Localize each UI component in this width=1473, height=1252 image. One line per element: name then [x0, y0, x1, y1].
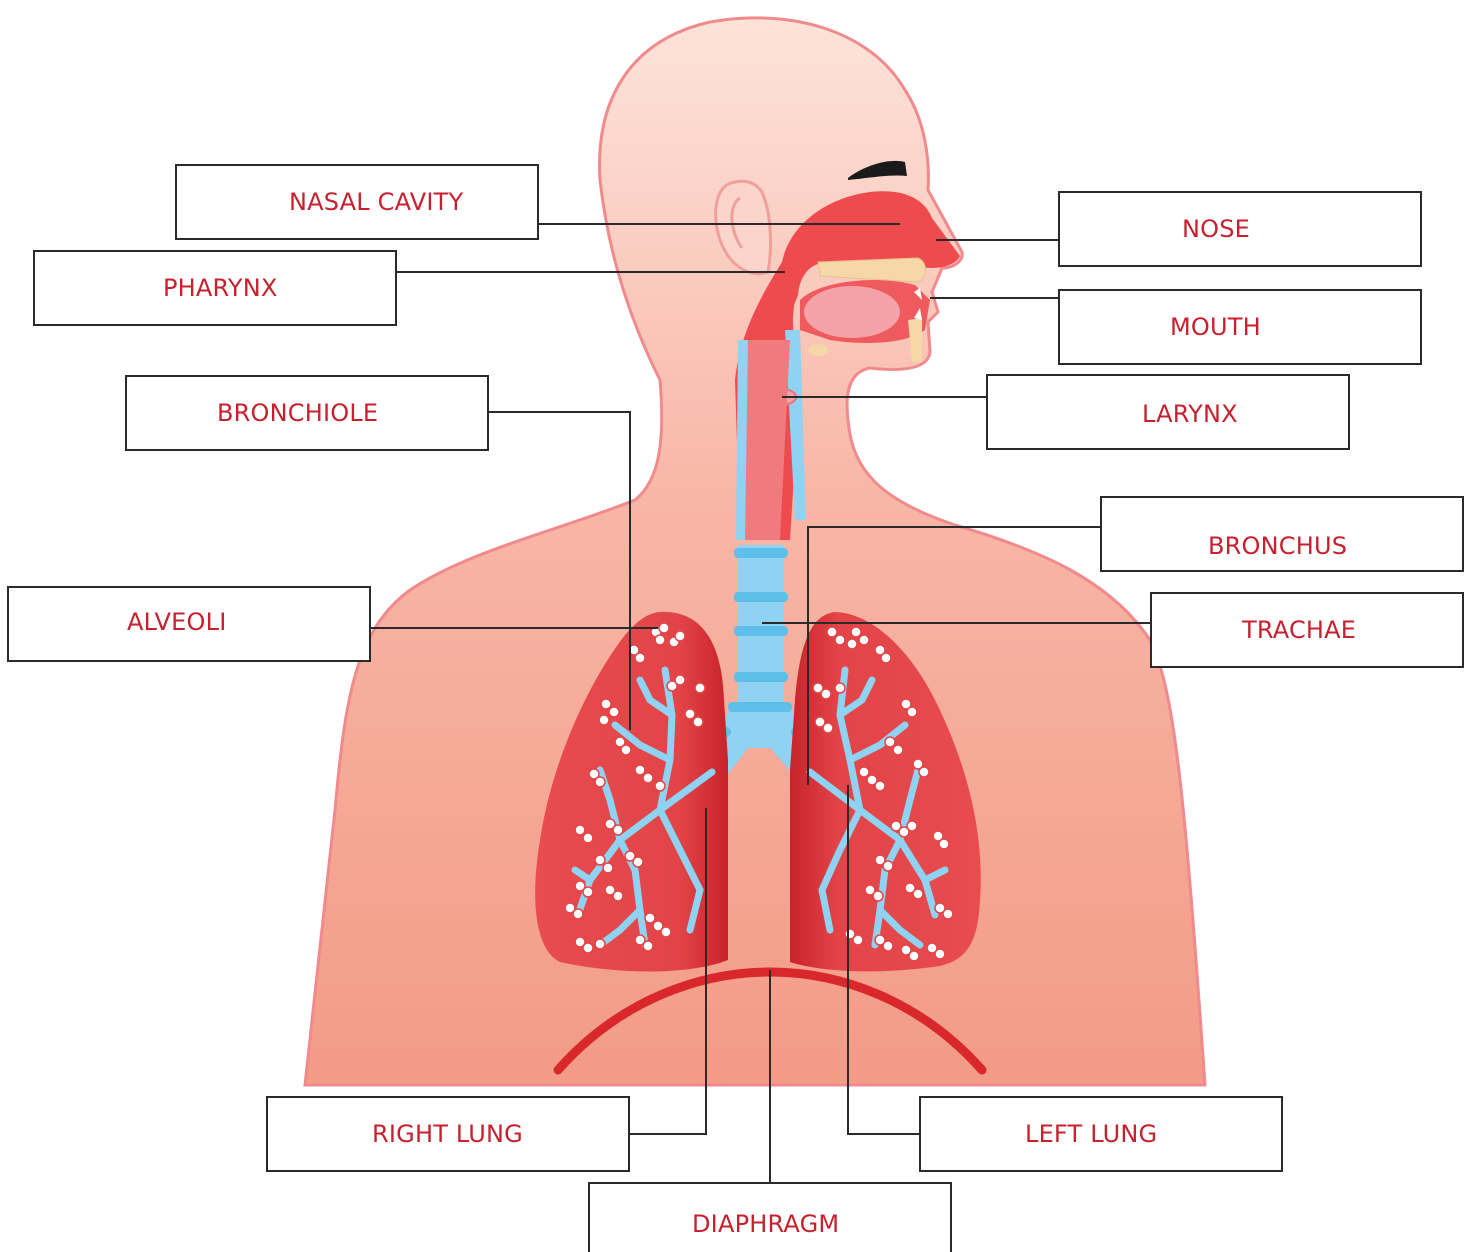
- label-alveoli: ALVEOLI: [7, 586, 371, 662]
- label-nose: NOSE: [1058, 191, 1422, 267]
- label-trachae: TRACHAE: [1150, 592, 1464, 668]
- label-right-lung: RIGHT LUNG: [266, 1096, 630, 1172]
- label-bronchiole: BRONCHIOLE: [125, 375, 489, 451]
- label-bronchus: BRONCHUS: [1100, 496, 1464, 572]
- label-mouth: MOUTH: [1058, 289, 1422, 365]
- label-nasal-cavity: NASAL CAVITY: [175, 164, 539, 240]
- label-larynx: LARYNX: [986, 374, 1350, 450]
- label-left-lung: LEFT LUNG: [919, 1096, 1283, 1172]
- tongue: [804, 286, 900, 338]
- label-pharynx: PHARYNX: [33, 250, 397, 326]
- label-diaphragm: DIAPHRAGM: [588, 1182, 952, 1252]
- epiglottis: [808, 344, 828, 356]
